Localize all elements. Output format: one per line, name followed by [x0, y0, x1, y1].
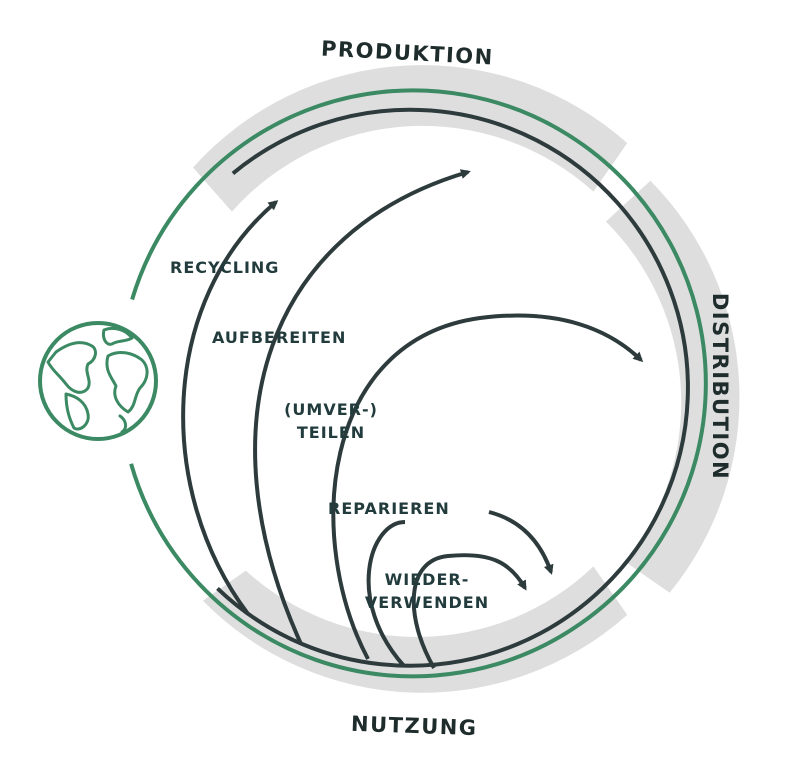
- repair-label: REPARIEREN: [328, 499, 450, 518]
- recycling-arrow: [181, 200, 279, 616]
- redistribute-arrow: [331, 313, 644, 660]
- reuse-label-line2: VERWENDEN: [364, 593, 490, 612]
- recycling-label: RECYCLING: [170, 258, 280, 277]
- usage-band: [202, 566, 628, 693]
- reuse-label: WIEDER- VERWENDEN: [356, 568, 498, 614]
- refurbish-label: AUFBEREITEN: [212, 328, 347, 347]
- production-band: [193, 65, 628, 212]
- repair-arrow-head-part: [488, 510, 554, 575]
- globe-icon: [38, 321, 158, 441]
- refurbish-arrow: [253, 169, 471, 645]
- redistribute-label: (UMVER-) TEILEN: [276, 398, 386, 444]
- redistribute-label-line1: (UMVER-): [284, 400, 378, 419]
- distribution-label: DISTRIBUTION: [708, 292, 733, 481]
- distribution-band: [605, 180, 740, 593]
- redistribute-label-line2: TEILEN: [296, 423, 366, 442]
- usage-label: NUTZUNG: [350, 711, 478, 741]
- reuse-label-line1: WIEDER-: [384, 570, 470, 589]
- outer-green-ring: [129, 88, 708, 679]
- reuse-arrow: [411, 553, 527, 670]
- repair-arrow: [366, 520, 406, 668]
